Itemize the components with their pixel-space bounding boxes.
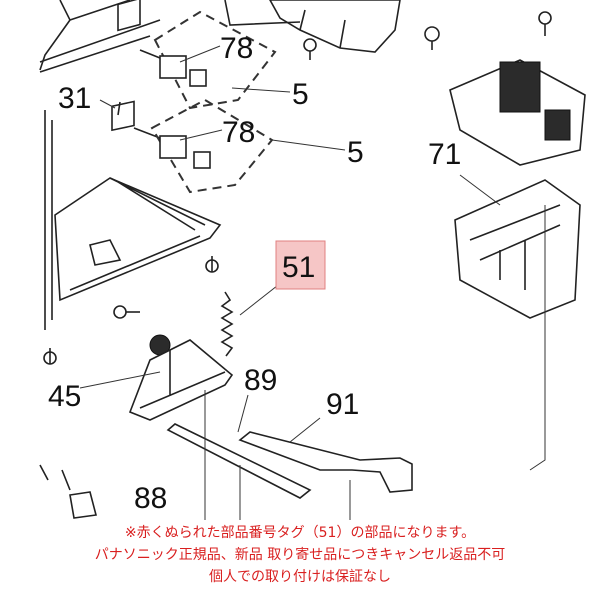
highlight-tag-51-border xyxy=(275,240,326,290)
callout-78-upper: 78 xyxy=(220,32,253,65)
spring-part-51 xyxy=(220,281,283,357)
disclaimer-footer: ※赤くぬられた部品番号タグ（51）の部品になります。 パナソニック正規品、新品 … xyxy=(0,522,600,600)
rod-part-89 xyxy=(166,390,351,520)
highlight-tag-51 xyxy=(276,241,325,289)
motor-assembly xyxy=(449,59,586,471)
parts-diagram: 78 31 5 78 5 71 51 45 89 91 88 xyxy=(39,0,586,520)
footer-line-1: ※赤くぬられた部品番号タグ（51）の部品になります。 xyxy=(124,525,476,541)
screw-top-2 xyxy=(538,11,552,36)
screw-mid xyxy=(205,256,219,273)
callout-78-lower: 78 xyxy=(222,116,255,149)
callout-88: 88 xyxy=(134,482,167,515)
callout-89: 89 xyxy=(244,364,277,397)
bracket-assembly-upper xyxy=(117,0,277,110)
callout-5-lower: 5 xyxy=(347,136,364,169)
upper-rail xyxy=(39,0,161,330)
top-cover xyxy=(224,0,401,53)
screw-top-1 xyxy=(424,26,440,50)
callout-71: 71 xyxy=(428,138,461,171)
tray-plate xyxy=(54,177,222,302)
footer-line-2: パナソニック正規品、新品 取り寄せ品につきキャンセル返品不可 xyxy=(94,547,506,563)
screw-top-3 xyxy=(303,38,317,60)
callout-51: 51 xyxy=(282,251,315,284)
lever-assembly xyxy=(79,305,234,421)
footer-line-3: 個人での取り付けは保証なし xyxy=(209,569,391,585)
callout-31: 31 xyxy=(58,82,91,115)
bar-part-91 xyxy=(238,417,413,493)
callout-91: 91 xyxy=(326,388,359,421)
callout-5-upper: 5 xyxy=(292,78,309,111)
callout-45: 45 xyxy=(48,380,81,413)
bracket-assembly-lower xyxy=(111,98,274,194)
clip-part-88 xyxy=(39,464,98,519)
screw-left xyxy=(43,348,57,365)
